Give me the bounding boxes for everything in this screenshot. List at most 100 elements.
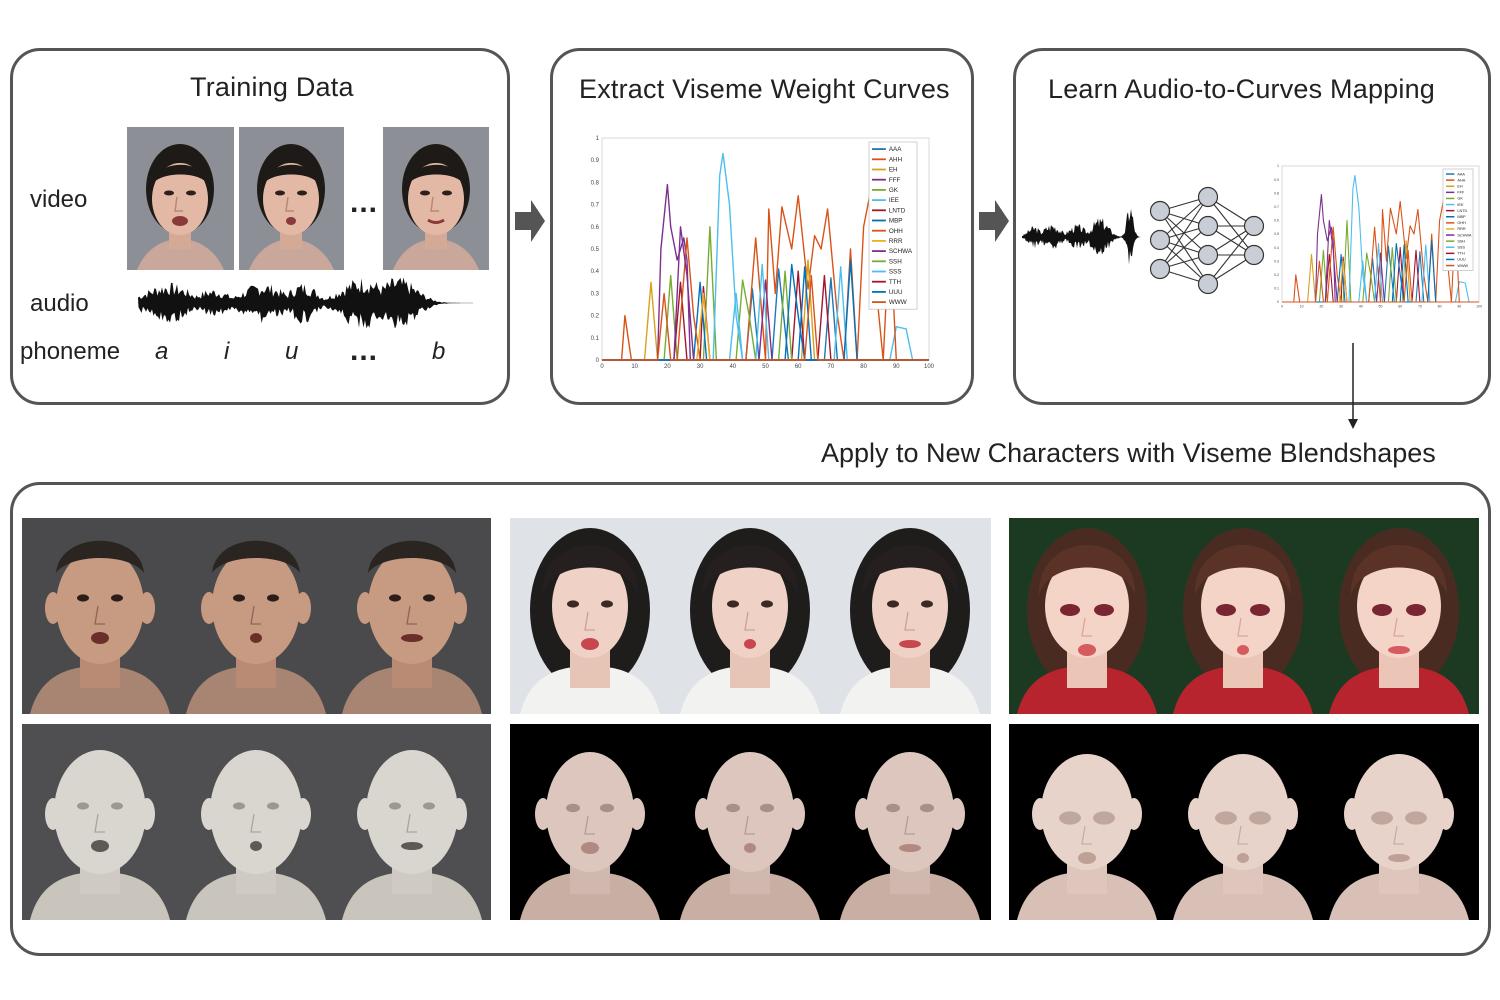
flow-arrow-2: [979, 200, 1009, 242]
nn-node: [1197, 273, 1219, 295]
legend-entry: TTH: [889, 279, 902, 286]
realistic-man-mesh-face-2: [186, 750, 326, 920]
stylized-girl-mesh-face-2: [1173, 754, 1313, 920]
flow-arrow-1: [515, 200, 545, 242]
legend-entry: FFF: [1457, 191, 1465, 195]
legend-entry: SSH: [1457, 239, 1465, 243]
realistic-woman-face-1: [520, 528, 660, 714]
y-tick-label: 0.1: [1274, 287, 1279, 291]
legend-entry: SCHWA: [1457, 233, 1471, 237]
legend-entry: AHH: [889, 156, 903, 163]
x-tick-label: 20: [664, 364, 671, 370]
y-tick-label: 0: [1277, 300, 1279, 304]
training-video-frame-2: [239, 127, 344, 270]
stylized-girl-face-2: [1173, 528, 1313, 714]
y-tick-label: 0.3: [591, 291, 600, 297]
training-video-frame-1: [127, 127, 234, 270]
phoneme-b: b: [432, 338, 446, 365]
nn-node: [1149, 258, 1171, 280]
y-tick-label: 0.6: [1274, 219, 1279, 223]
legend-entry: UUU: [889, 289, 903, 296]
legend-entry: EH: [1457, 185, 1463, 189]
y-tick-label: 0.4: [591, 269, 600, 275]
nn-node: [1197, 244, 1219, 266]
y-tick-label: 0.4: [1274, 246, 1279, 250]
realistic-man-mesh-face-1: [30, 750, 170, 920]
series-line-iee: [602, 152, 929, 361]
legend-entry: MBP: [1457, 215, 1466, 219]
y-tick-label: 0.7: [1274, 205, 1279, 209]
stylized-girl-face-1: [1017, 528, 1157, 714]
stylized-girl-mesh-face-1: [1017, 754, 1157, 920]
realistic-man-face-1: [30, 540, 170, 714]
nn-node: [1149, 200, 1171, 222]
realistic-man-face-3: [342, 540, 482, 714]
legend-entry: AAA: [889, 146, 902, 153]
series-line-sss: [602, 263, 929, 361]
legend-entry: RRR: [1457, 227, 1465, 231]
realistic-man-mesh-face-3: [342, 750, 482, 920]
x-tick-label: 30: [1339, 305, 1343, 309]
legend-entry: OHH: [889, 228, 903, 235]
series-line-gk: [602, 226, 929, 361]
legend-entry: SCHWA: [889, 248, 913, 255]
phoneme-u: u: [285, 338, 299, 365]
y-tick-label: 0.8: [1274, 191, 1279, 195]
series-line-iee: [1282, 174, 1479, 303]
x-tick-label: 0: [1281, 305, 1283, 309]
learn-audio-waveform: [1022, 209, 1144, 265]
x-tick-label: 50: [1379, 305, 1383, 309]
nn-node: [1149, 229, 1171, 251]
x-tick-label: 10: [631, 364, 638, 370]
series-line-www: [602, 274, 929, 361]
nn-edge: [1159, 225, 1209, 270]
series-line-lntd: [602, 270, 929, 361]
legend-entry: AAA: [1457, 172, 1465, 176]
y-tick-label: 0.9: [1274, 178, 1279, 182]
nn-node: [1197, 186, 1219, 208]
phoneme-a: a: [155, 338, 169, 365]
y-tick-label: 0.3: [1274, 259, 1279, 263]
x-tick-label: 80: [860, 364, 867, 370]
legend-entry: EH: [889, 167, 898, 174]
video-ellipsis: ...: [350, 186, 379, 219]
x-tick-label: 100: [1476, 305, 1482, 309]
legend-entry: FFF: [889, 177, 901, 184]
legend-entry: TTH: [1457, 252, 1465, 256]
series-line-fff: [602, 183, 929, 361]
apply-characters-label: Apply to New Characters with Viseme Blen…: [821, 438, 1436, 468]
realistic-woman-face-2: [680, 528, 820, 714]
legend-entry: WWW: [889, 299, 907, 306]
nn-edge: [1159, 196, 1209, 241]
legend-entry: IEE: [889, 197, 899, 204]
phoneme-ellipsis: ...: [350, 334, 379, 367]
legend-entry: SSH: [889, 258, 902, 265]
series-line-www: [1282, 249, 1479, 303]
legend-entry: UUU: [1457, 258, 1465, 262]
x-tick-label: 40: [1359, 305, 1363, 309]
legend-entry: GK: [1457, 197, 1463, 201]
y-tick-label: 0.5: [1274, 232, 1279, 236]
x-tick-label: 70: [1418, 305, 1422, 309]
legend-entry: IEE: [1457, 203, 1464, 207]
series-line-fff: [1282, 194, 1479, 303]
realistic-woman-mesh-face-3: [840, 752, 980, 920]
realistic-woman-mesh-face-1: [520, 752, 660, 920]
neural-network-icon: [1149, 186, 1265, 295]
y-tick-label: 0.8: [591, 180, 600, 186]
series-line-gk: [1282, 219, 1479, 303]
y-tick-label: 0.6: [591, 225, 600, 231]
legend-entry: WWW: [1457, 264, 1468, 268]
x-tick-label: 20: [1319, 305, 1323, 309]
legend-entry: MBP: [889, 218, 903, 225]
legend-entry: GK: [889, 187, 899, 194]
extract-curves-title: Extract Viseme Weight Curves: [579, 74, 950, 104]
nn-node: [1243, 244, 1265, 266]
x-tick-label: 60: [1398, 305, 1402, 309]
nn-edge: [1207, 225, 1255, 285]
training-audio-waveform: [138, 278, 473, 328]
y-tick-label: 1: [1277, 164, 1279, 168]
learn-waveform-path: [1022, 209, 1144, 265]
x-tick-label: 0: [600, 364, 604, 370]
